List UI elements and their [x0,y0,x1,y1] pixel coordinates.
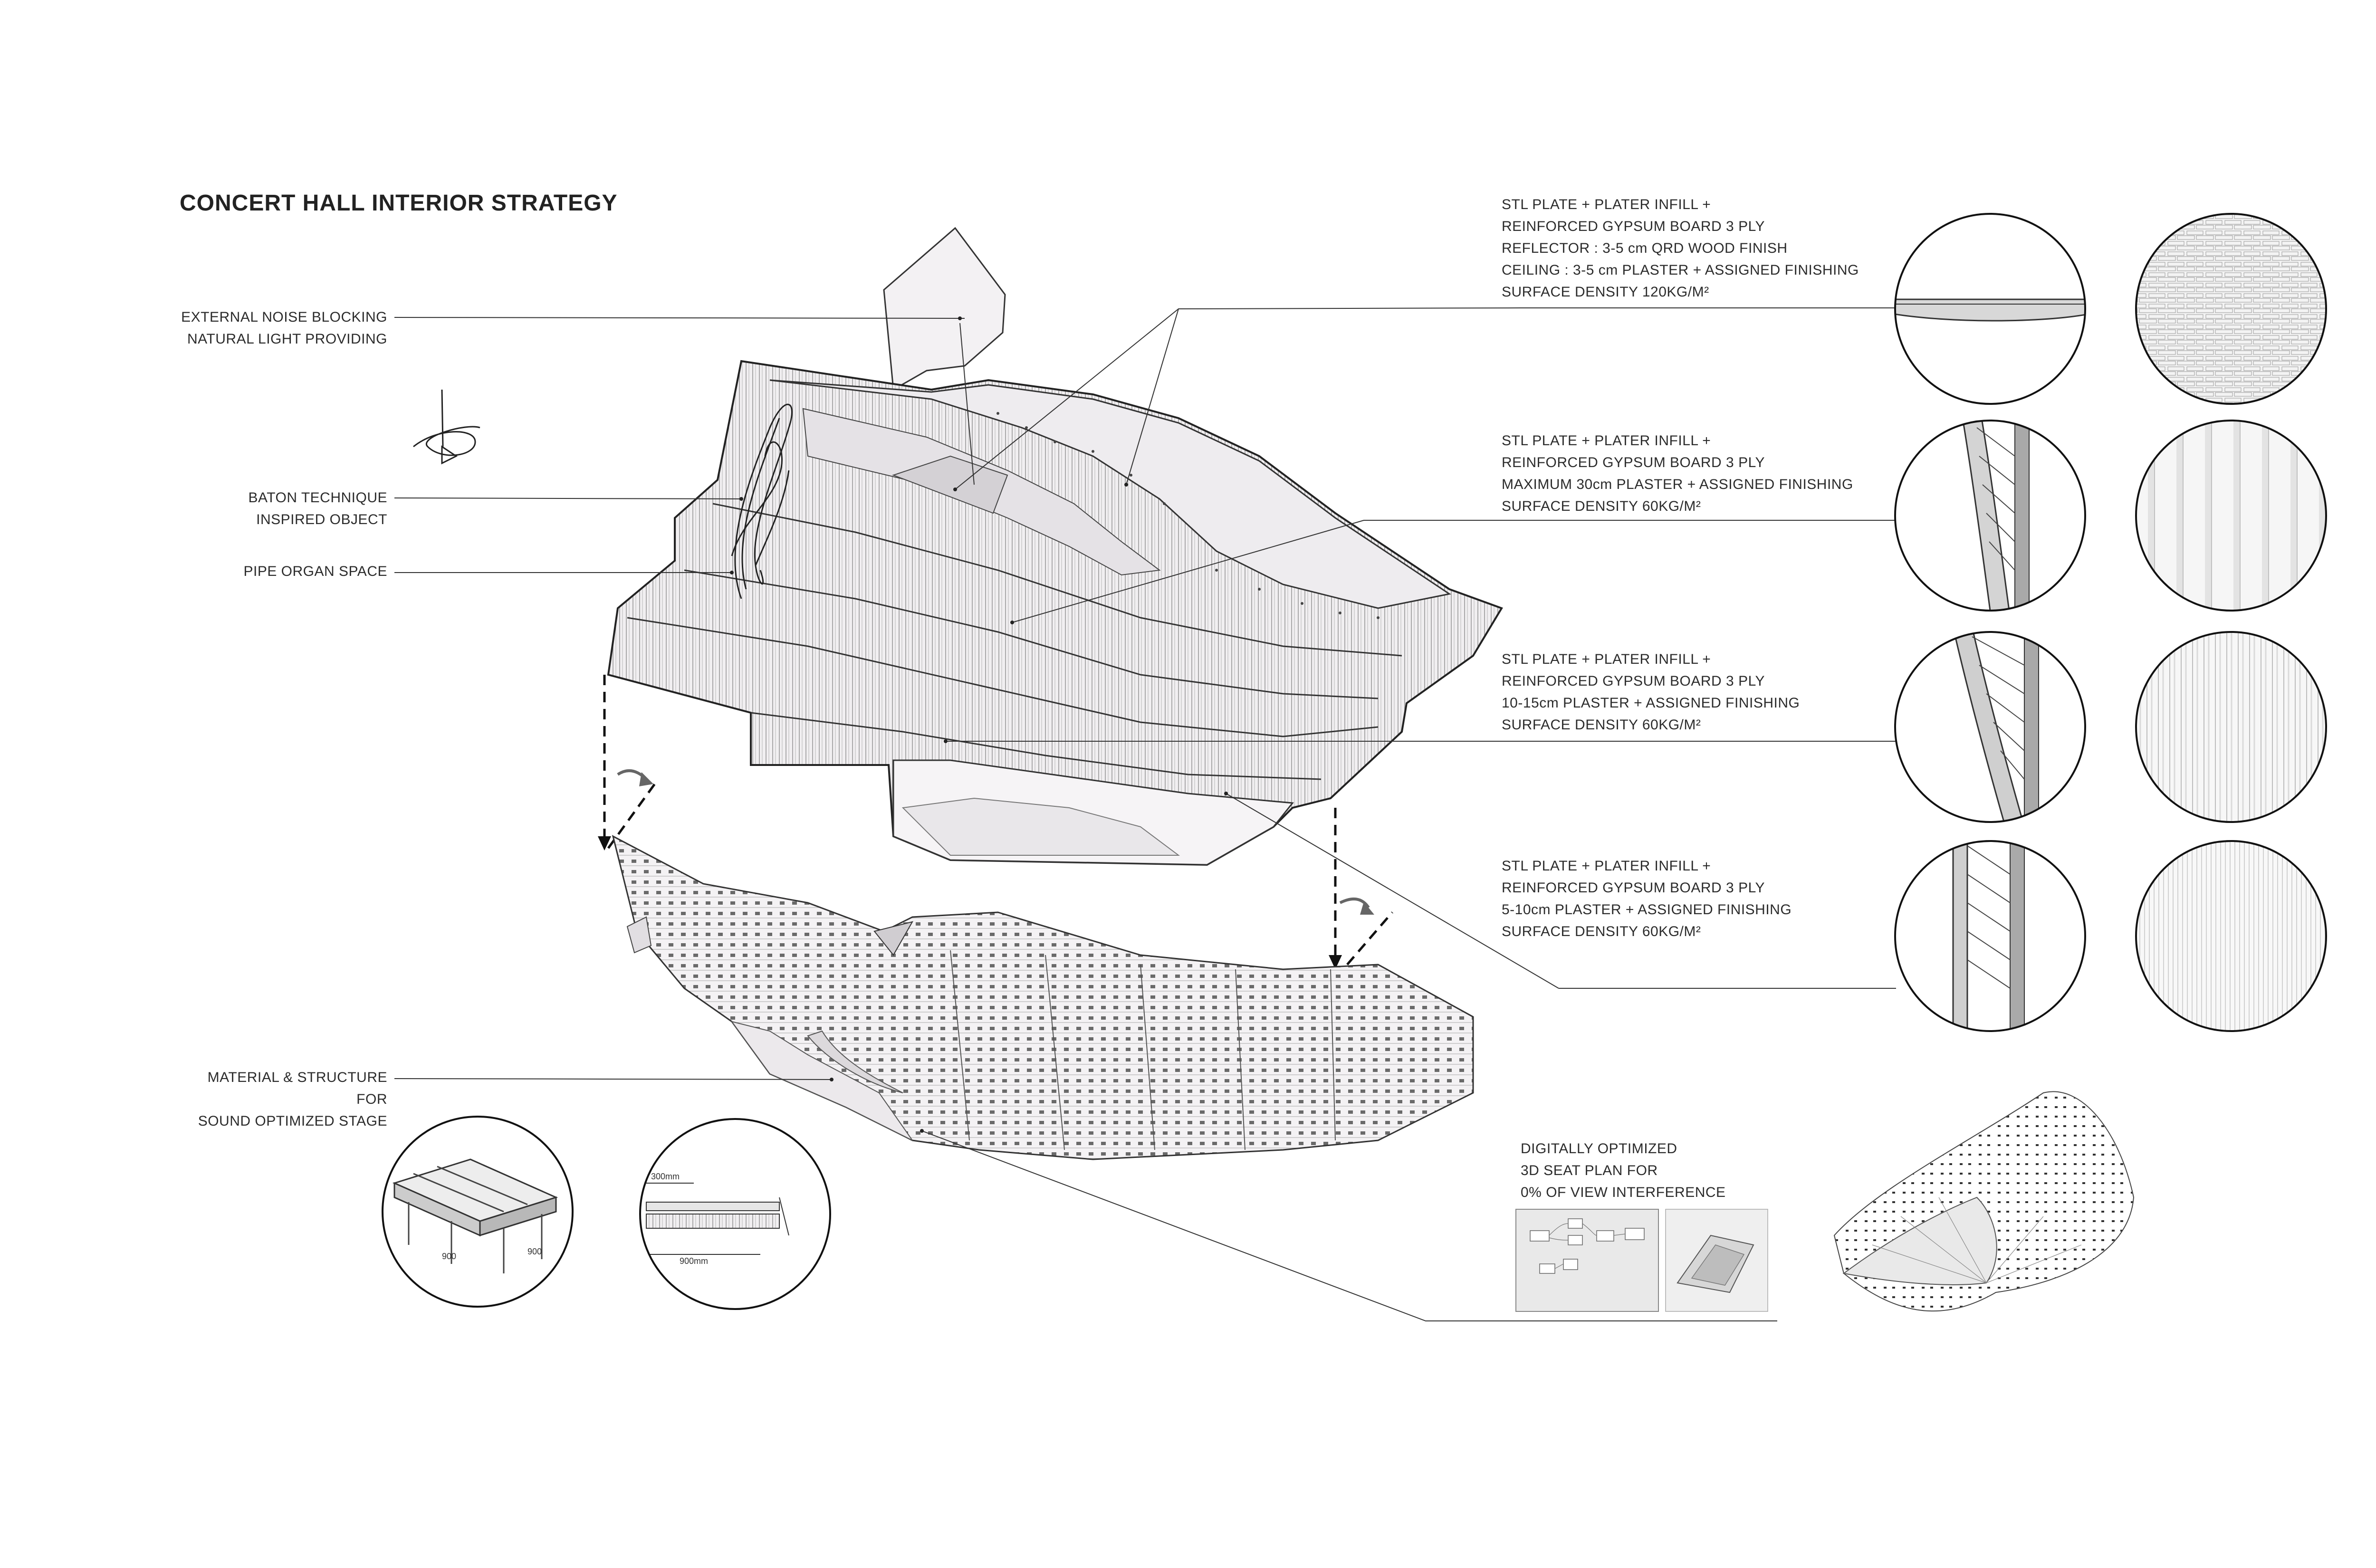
label-line: PIPE ORGAN SPACE [243,564,387,579]
spec-line: 5-10cm PLASTER + ASSIGNED FINISHING [1502,902,1792,918]
spec-line: REFLECTOR : 3-5 cm QRD WOOD FINISH [1502,240,1788,256]
label-line: FOR [356,1091,387,1107]
caption-line: DIGITALLY OPTIMIZED [1521,1141,1677,1157]
spec-line: REINFORCED GYPSUM BOARD 3 PLY [1502,219,1765,234]
spec-line: 10-15cm PLASTER + ASSIGNED FINISHING [1502,695,1800,711]
spec-line: STL PLATE + PLATER INFILL + [1502,858,1711,874]
dim-label-a: 300mm [651,1172,680,1181]
grasshopper-script-thumbnail [1515,1209,1768,1312]
hall-shell-model [607,227,1503,866]
spec-line: SURFACE DENSITY 60KG/M² [1502,498,1701,514]
caption-line: 0% OF VIEW INTERFERENCE [1521,1185,1726,1200]
label-line: SOUND OPTIMIZED STAGE [198,1113,387,1129]
stage-section-circle: 300mm 900mm [639,1118,831,1310]
page-title: CONCERT HALL INTERIOR STRATEGY [180,191,618,216]
texture-circle-4 [2135,840,2327,1032]
seating-model [612,835,1474,1160]
spec-line: CEILING : 3-5 cm PLASTER + ASSIGNED FINI… [1502,262,1859,278]
section-circle-2 [1894,420,2086,612]
spec-line: STL PLATE + PLATER INFILL + [1502,197,1711,212]
dim-label-b: 900mm [680,1256,708,1266]
label-noise-blocking: EXTERNAL NOISE BLOCKING NATURAL LIGHT PR… [181,306,387,350]
layer-spec-3: STL PLATE + PLATER INFILL + REINFORCED G… [1502,649,1800,736]
layer-spec-2: STL PLATE + PLATER INFILL + REINFORCED G… [1502,430,1853,517]
svg-text:900: 900 [442,1252,456,1261]
ceiling-fixture-dots [996,412,1380,619]
texture-circle-1 [2135,213,2327,405]
arrow-heads [598,836,1342,969]
label-baton: BATON TECHNIQUE INSPIRED OBJECT [248,487,387,531]
spec-line: REINFORCED GYPSUM BOARD 3 PLY [1502,880,1765,896]
section-circle-1 [1894,213,2086,405]
seat-plan-caption: DIGITALLY OPTIMIZED 3D SEAT PLAN FOR 0% … [1521,1138,1726,1204]
label-line: INSPIRED OBJECT [256,512,387,527]
spec-line: STL PLATE + PLATER INFILL + [1502,433,1711,449]
spec-line: STL PLATE + PLATER INFILL + [1502,651,1711,667]
section-circle-3 [1894,631,2086,823]
spec-line: REINFORCED GYPSUM BOARD 3 PLY [1502,455,1765,470]
leader-lines [394,307,1896,1321]
texture-circle-3 [2135,631,2327,823]
seat-plan-3d-render [1833,1091,2135,1312]
caption-line: 3D SEAT PLAN FOR [1521,1163,1658,1178]
layer-spec-4: STL PLATE + PLATER INFILL + REINFORCED G… [1502,855,1792,943]
baton-sculpture [731,403,793,599]
label-line: BATON TECHNIQUE [248,490,387,506]
svg-text:900: 900 [527,1247,542,1256]
label-line: EXTERNAL NOISE BLOCKING [181,309,387,325]
label-pipe-organ: PIPE ORGAN SPACE [243,561,387,583]
label-line: MATERIAL & STRUCTURE [207,1070,387,1085]
baton-gesture-icon [413,389,480,465]
spec-line: SURFACE DENSITY 60KG/M² [1502,717,1701,733]
label-stage: MATERIAL & STRUCTURE FOR SOUND OPTIMIZED… [198,1067,387,1132]
layer-spec-1: STL PLATE + PLATER INFILL + REINFORCED G… [1502,194,1859,303]
texture-circle-2 [2135,420,2327,612]
spec-line: REINFORCED GYPSUM BOARD 3 PLY [1502,673,1765,689]
spec-line: SURFACE DENSITY 60KG/M² [1502,924,1701,939]
drop-arrows [603,675,1393,966]
section-circle-4 [1894,840,2086,1032]
label-line: NATURAL LIGHT PROVIDING [187,331,387,347]
spec-line: SURFACE DENSITY 120KG/M² [1502,284,1709,300]
spec-line: MAXIMUM 30cm PLASTER + ASSIGNED FINISHIN… [1502,477,1853,492]
stage-structure-circle: 900 900 [382,1116,574,1308]
